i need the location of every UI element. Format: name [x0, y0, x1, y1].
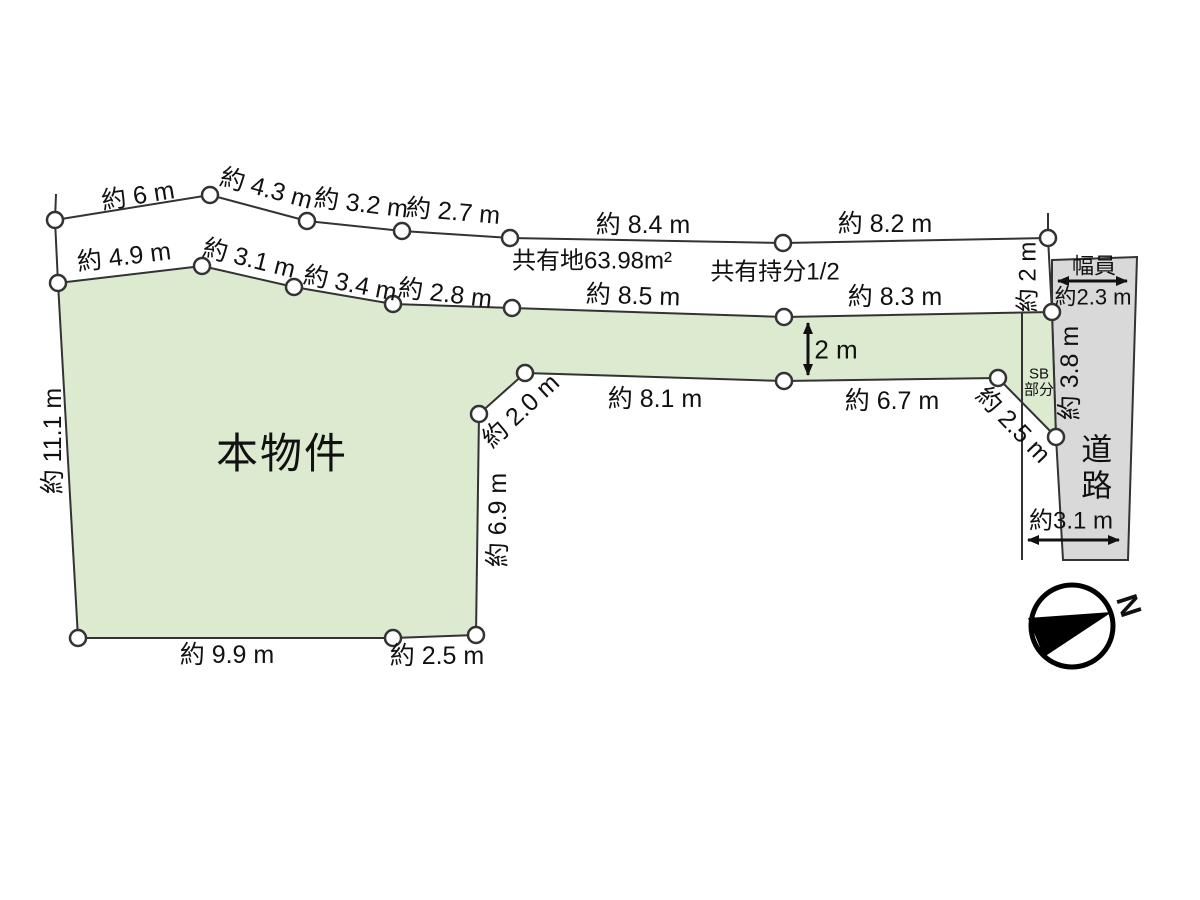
north-compass — [1028, 582, 1116, 670]
dim-notch-vertical: 約 6.9 m — [483, 472, 512, 568]
vertex-marker — [392, 221, 412, 241]
dim-inner-top-5: 約 8.5 m — [585, 280, 681, 312]
property-title: 本物件 — [215, 429, 349, 477]
dim-inner-top-6: 約 8.3 m — [847, 282, 943, 311]
vertex-marker — [68, 628, 88, 648]
road-width-value: 約2.3 m — [1054, 284, 1132, 310]
dim-strip-bottom-right: 約 6.7 m — [844, 386, 940, 415]
dim-left-side: 約 11.1 m — [38, 387, 67, 495]
vertex-marker — [45, 210, 65, 230]
shared-ownership-label: 共有持分1/2 — [710, 258, 840, 286]
road-label: 道路 — [1076, 433, 1112, 505]
vertex-marker — [383, 628, 403, 648]
vertex-marker — [192, 256, 212, 276]
main-property-polygon — [57, 265, 1057, 639]
dim-road-bottom-width: 約3.1 m — [1028, 507, 1114, 535]
dim-bottom-1: 約 9.9 m — [179, 640, 275, 669]
dim-road-length: 約 3.8 m — [1055, 325, 1084, 421]
dim-strip-bottom-left: 約 8.1 m — [607, 384, 703, 413]
vertex-marker — [469, 404, 489, 424]
vertex-marker — [1038, 228, 1058, 248]
vertex-marker — [988, 368, 1008, 388]
vertex-marker — [383, 294, 403, 314]
vertex-marker — [466, 625, 486, 645]
north-compass-needle — [1028, 612, 1112, 657]
vertex-marker — [515, 363, 535, 383]
vertex-marker — [297, 211, 317, 231]
vertex-marker — [773, 233, 793, 253]
shared-strip-right-edge — [1047, 237, 1053, 313]
shared-land-label: 共有地63.98m² — [511, 247, 673, 275]
dim-right-upper: 約 2 m — [1014, 241, 1042, 313]
dim-outer-top-6: 約 8.2 m — [837, 209, 933, 238]
vertex-marker — [200, 185, 220, 205]
vertex-marker — [1042, 302, 1062, 322]
vertex-marker — [1046, 427, 1066, 447]
vertex-marker — [774, 307, 794, 327]
dim-strip-height: 2 m — [814, 334, 858, 365]
vertex-marker — [48, 273, 68, 293]
left-boundary-line — [53, 193, 59, 284]
vertex-markers — [45, 185, 1066, 648]
dim-outer-top-5: 約 8.4 m — [595, 210, 691, 239]
vertex-marker — [284, 277, 304, 297]
vertex-marker — [774, 371, 794, 391]
road-width-title: 幅員 — [1071, 253, 1117, 279]
vertex-marker — [500, 228, 520, 248]
vertex-marker — [502, 298, 522, 318]
dim-bottom-2: 約 2.5 m — [389, 641, 485, 670]
setback-label: SB 部分 — [1023, 365, 1055, 398]
